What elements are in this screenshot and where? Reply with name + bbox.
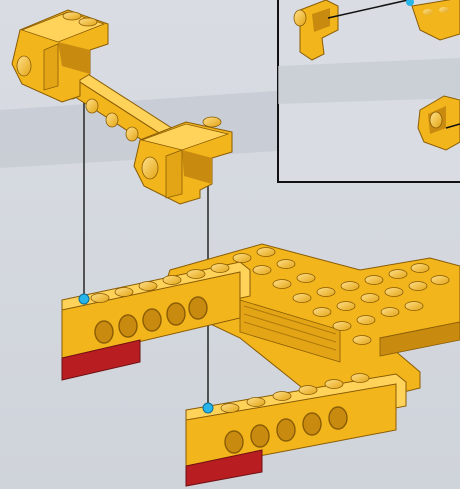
- callout-band: [278, 58, 460, 104]
- connection-dot-right: [203, 403, 213, 413]
- callout-inset: [278, 0, 460, 182]
- connection-dot-left: [79, 294, 89, 304]
